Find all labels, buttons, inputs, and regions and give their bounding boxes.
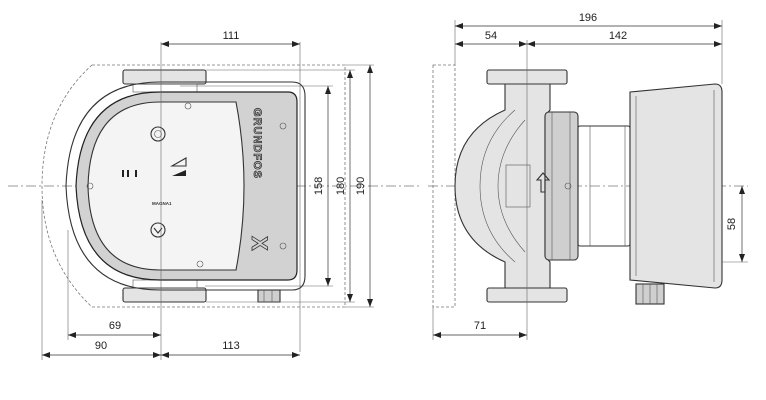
dim-arrow-69-left (68, 332, 76, 338)
brand-mark: X (247, 236, 272, 252)
pump-housing (454, 83, 551, 289)
brand-label: GRUNDFOS (251, 108, 263, 179)
screw-right-bottom-icon (279, 242, 287, 250)
dim-label-111: 111 (223, 30, 240, 42)
side-control-box (629, 83, 723, 289)
side-view: 196 54 142 71 58 (428, 12, 748, 340)
dim-arrow-90-right (153, 352, 161, 358)
stator-flange (544, 111, 579, 261)
screw-top-icon (184, 102, 192, 110)
dim-arrow-158-bottom (325, 278, 331, 286)
cable-connector (257, 289, 281, 303)
dim-arrow-180-bottom (347, 294, 353, 302)
dim-label-180: 180 (335, 177, 347, 195)
dim-label-196: 196 (579, 12, 597, 24)
dim-arrow-196-right (714, 23, 722, 29)
inlet-neck (132, 83, 198, 93)
indicator-bar-2 (127, 170, 129, 177)
outlet-neck (132, 279, 198, 289)
screw-left-icon (86, 182, 94, 190)
dim-label-142: 142 (609, 30, 627, 42)
side-envelope-outline (432, 64, 456, 308)
dim-arrow-113-left (161, 352, 169, 358)
control-box-shell (65, 81, 306, 291)
dim-label-158: 158 (313, 177, 325, 195)
dim-arrow-111-left (161, 41, 169, 47)
chevron-down-icon (153, 227, 163, 234)
side-center-marker (564, 182, 572, 190)
dim-arrow-111-right (292, 41, 300, 47)
dim-arrow-54-right (519, 41, 527, 47)
dim-arrow-71-left (433, 332, 441, 338)
dim-label-71: 71 (474, 320, 486, 332)
dim-arrow-142-right (714, 41, 722, 47)
housing-neck (505, 164, 531, 208)
button-bottom-icon (150, 222, 166, 238)
indicator-bar-1 (122, 170, 124, 177)
dim-arrow-54-left (455, 41, 463, 47)
screw-bottom-icon (196, 260, 204, 268)
dim-arrow-90-left (42, 352, 50, 358)
screw-right-top-icon (279, 122, 287, 130)
dim-arrow-158-top (325, 86, 331, 94)
flow-arrow-icon (535, 172, 551, 193)
dim-arrow-142-left (527, 41, 535, 47)
dim-label-190: 190 (355, 177, 367, 195)
dim-arrow-58-bottom (739, 254, 745, 262)
dim-arrow-71-right (519, 332, 527, 338)
dim-arrow-69-right (153, 332, 161, 338)
dim-label-113: 113 (222, 340, 240, 352)
button-top-inner (154, 130, 162, 138)
front-view: MAGNA1 GRUNDFOS X (8, 30, 420, 360)
housing-inner-contour (479, 109, 516, 263)
dim-label-54: 54 (485, 30, 497, 42)
dim-label-90: 90 (95, 340, 107, 352)
dim-arrow-196-left (455, 23, 463, 29)
model-label: MAGNA1 (152, 201, 172, 206)
front-envelope-outline (41, 64, 346, 308)
button-top-icon (150, 126, 166, 142)
dim-label-69: 69 (109, 320, 121, 332)
control-face (87, 101, 245, 271)
dim-arrow-113-right (292, 352, 300, 358)
curve-mode-icon (172, 170, 186, 176)
dim-arrow-190-top (367, 65, 373, 73)
indicator-bar-3 (135, 170, 137, 177)
dim-arrow-180-top (347, 70, 353, 78)
curve-mode-icon-2 (169, 157, 187, 167)
dim-label-58: 58 (726, 218, 738, 230)
housing-inner-contour-2 (497, 119, 526, 253)
dim-arrow-58-top (739, 186, 745, 194)
dim-arrow-190-bottom (367, 299, 373, 307)
